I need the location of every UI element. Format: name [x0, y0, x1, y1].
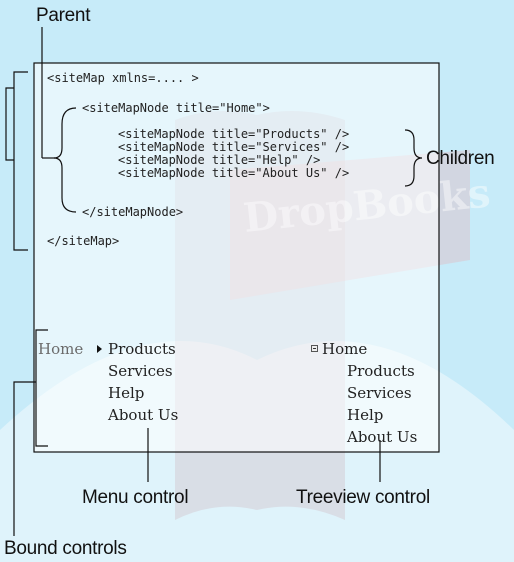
- code-sitemap-open: <siteMap xmlns=.... >: [47, 71, 199, 85]
- children-brace: [404, 129, 423, 187]
- tree-item-help[interactable]: Help: [347, 406, 384, 424]
- code-node-products: <siteMapNode title="Products" />: [118, 127, 350, 141]
- outer-bracket: [13, 71, 28, 251]
- home-node-brace: [53, 107, 77, 213]
- treeview-control-label: Treeview control: [296, 487, 430, 508]
- bound-controls-pointer: [13, 381, 36, 536]
- code-node-about: <siteMapNode title="About Us" />: [118, 166, 350, 180]
- menu-control-label: Menu control: [82, 487, 189, 508]
- tree-item-products[interactable]: Products: [347, 362, 415, 380]
- main-frame: [33, 62, 440, 453]
- left-mini-bracket: [5, 87, 14, 161]
- children-label: Children: [426, 148, 495, 169]
- code-sitemap-close: </siteMap>: [47, 234, 120, 248]
- menu-item-about-us[interactable]: About Us: [108, 406, 179, 424]
- menu-item-help[interactable]: Help: [108, 384, 145, 402]
- code-node-home-close: </siteMapNode>: [82, 205, 184, 219]
- tree-item-services[interactable]: Services: [347, 384, 412, 402]
- bound-controls-bracket: [35, 329, 48, 447]
- parent-label: Parent: [36, 5, 91, 26]
- menu-item-services[interactable]: Services: [108, 362, 173, 380]
- menu-expand-arrow-icon: [97, 345, 102, 353]
- bound-controls-label: Bound controls: [4, 538, 127, 559]
- tree-collapse-icon[interactable]: [311, 345, 318, 352]
- menu-item-products[interactable]: Products: [108, 340, 176, 358]
- menu-root-home[interactable]: Home: [38, 340, 84, 358]
- code-node-help: <siteMapNode title="Help" />: [118, 153, 321, 167]
- code-node-home-open: <siteMapNode title="Home">: [82, 101, 270, 115]
- tree-item-about-us[interactable]: About Us: [347, 428, 418, 446]
- code-node-services: <siteMapNode title="Services" />: [118, 140, 350, 154]
- tree-root-home[interactable]: Home: [322, 340, 368, 358]
